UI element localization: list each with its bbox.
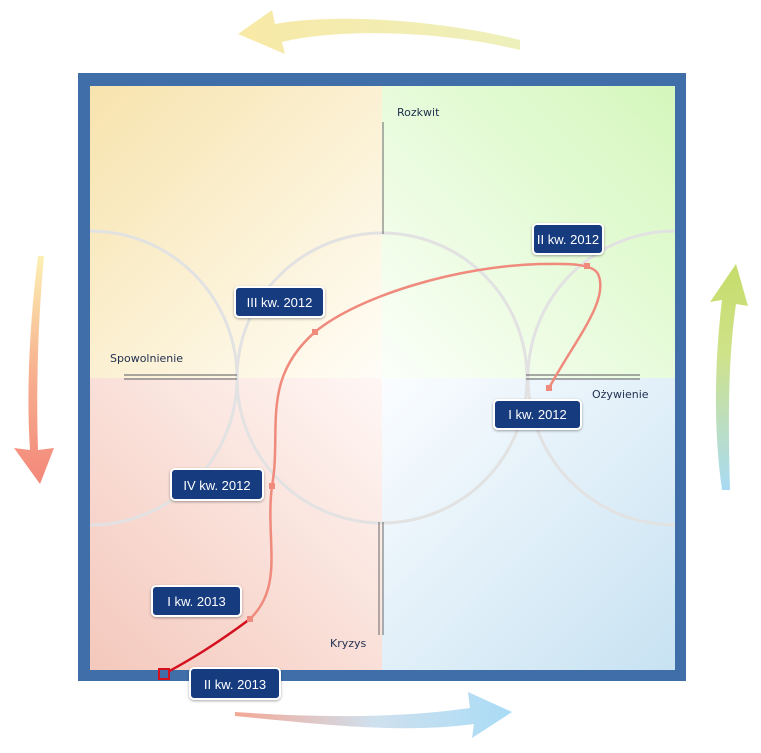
axis-line-left	[124, 374, 237, 380]
point-label-i-2013: I kw. 2013	[151, 585, 242, 617]
axis-line-bottom	[378, 522, 384, 635]
point-marker-iv-2012	[269, 483, 275, 489]
point-marker-ii-2013	[158, 668, 170, 680]
point-label-ii-2013: II kw. 2013	[189, 667, 281, 700]
phase-label-kryzys: Kryzys	[330, 637, 367, 650]
cycle-circle-left	[90, 229, 239, 527]
point-label-iv-2012: IV kw. 2012	[170, 468, 264, 501]
quadrant-kryzys	[90, 378, 382, 670]
cycle-circle-right	[526, 229, 675, 527]
quadrant-spowolnienie	[90, 86, 382, 378]
point-label-i-2012: I kw. 2012	[493, 399, 582, 430]
point-marker-i-2013	[247, 616, 253, 622]
svg-text:I kw. 2012: I kw. 2012	[508, 407, 567, 422]
phase-label-rozkwit: Rozkwit	[397, 106, 440, 119]
phase-label-ozywienie: Ożywienie	[592, 388, 649, 401]
arrow-left-down	[14, 256, 54, 484]
point-marker-iii-2012	[312, 329, 318, 335]
point-marker-ii-2012	[584, 263, 590, 269]
svg-text:II kw. 2012: II kw. 2012	[537, 232, 599, 247]
point-label-ii-2012: II kw. 2012	[532, 223, 604, 255]
svg-text:III kw. 2012: III kw. 2012	[247, 295, 313, 310]
trajectory-line-current	[163, 617, 251, 676]
trajectory-line	[249, 262, 602, 620]
axis-line-right	[526, 374, 640, 380]
arrow-right-up	[710, 264, 748, 490]
phase-label-spowolnienie: Spowolnienie	[110, 352, 183, 365]
svg-text:I kw. 2013: I kw. 2013	[167, 594, 226, 609]
point-label-iii-2012: III kw. 2012	[234, 286, 325, 318]
arrow-bottom-right	[235, 692, 512, 738]
arrow-top-left	[238, 10, 520, 54]
quadrant-rozkwit	[382, 86, 675, 378]
svg-text:IV kw. 2012: IV kw. 2012	[183, 478, 250, 493]
point-marker-i-2012	[546, 385, 552, 391]
svg-text:II kw. 2013: II kw. 2013	[204, 677, 266, 692]
